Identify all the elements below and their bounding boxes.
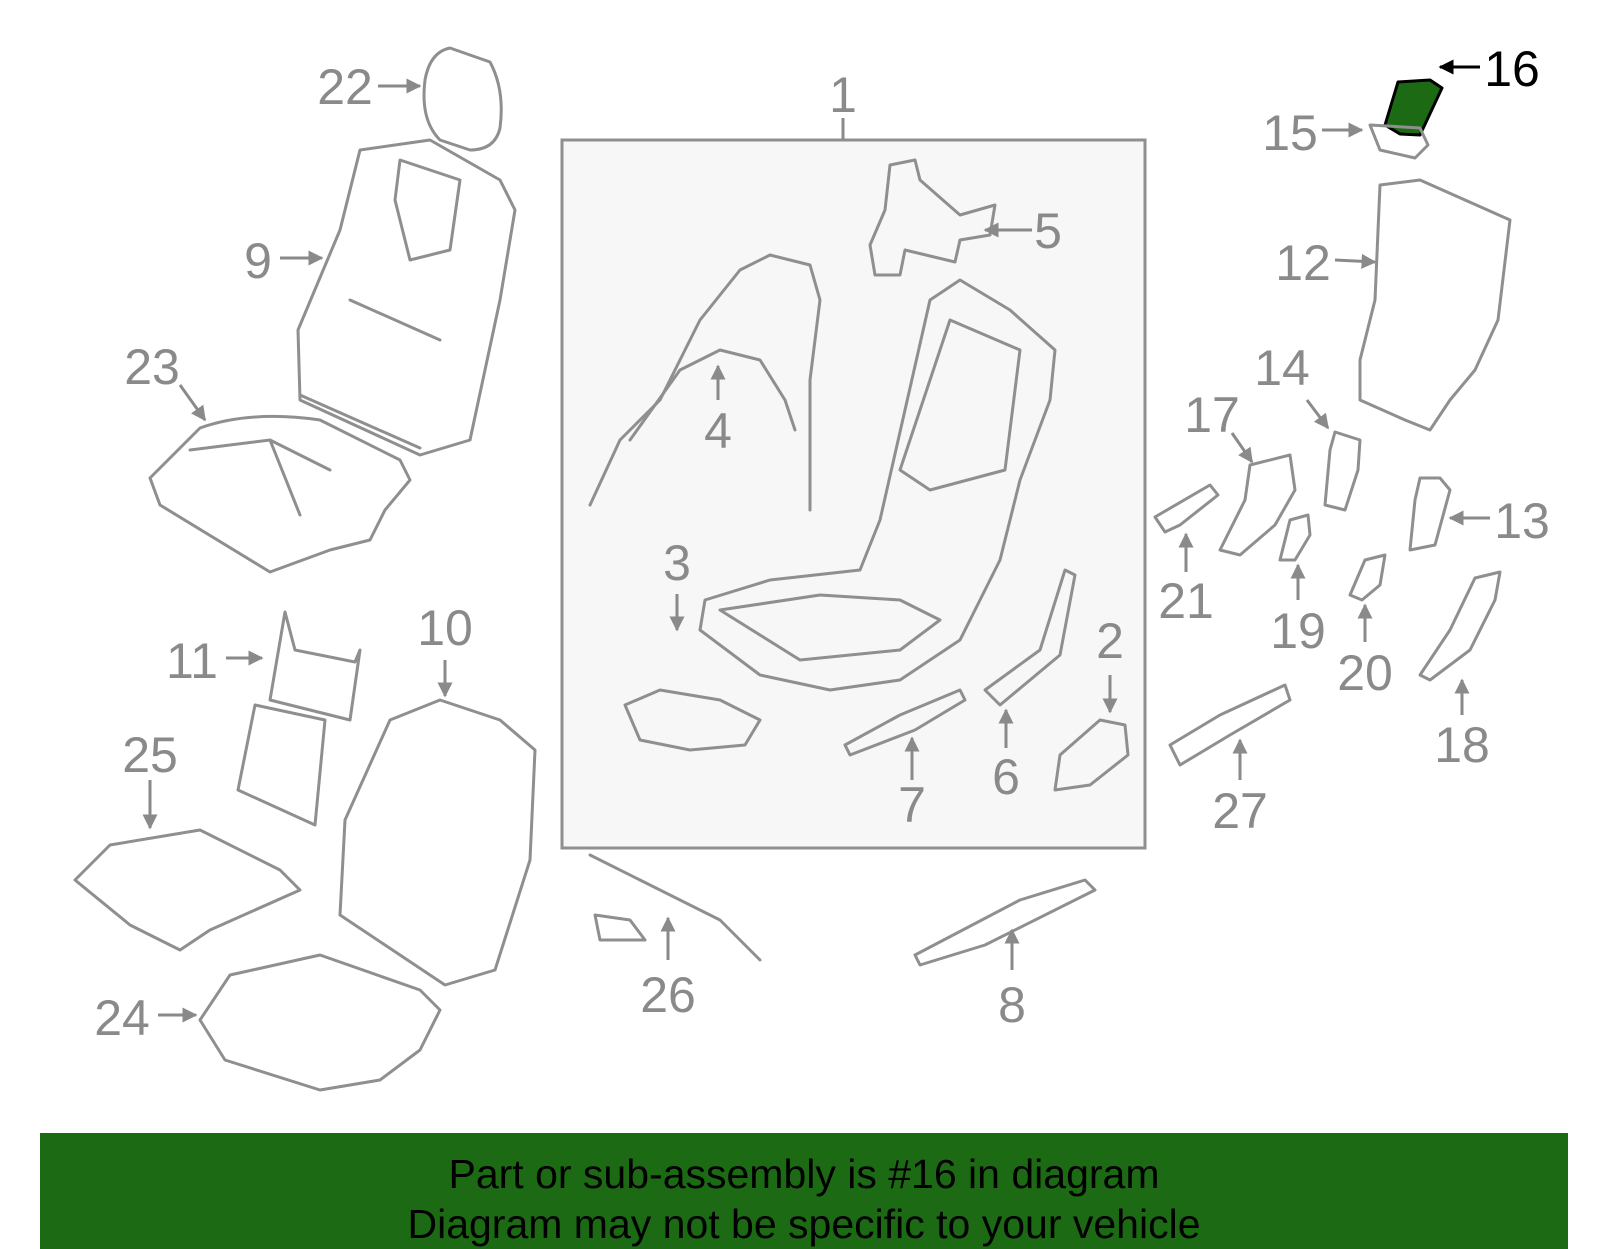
callout-17: 17 <box>1184 387 1240 443</box>
part-19-trim[interactable] <box>1278 513 1312 562</box>
callout-26: 26 <box>640 967 696 1023</box>
part-15-clip[interactable] <box>1368 123 1430 160</box>
part-5-bracket[interactable] <box>868 158 997 277</box>
callout-9: 9 <box>244 233 272 289</box>
callout-14: 14 <box>1254 340 1310 396</box>
callout-13: 13 <box>1494 493 1550 549</box>
part-9-backrest[interactable] <box>296 138 517 457</box>
callout-5: 5 <box>1034 203 1062 259</box>
callout-2: 2 <box>1096 613 1124 669</box>
callout-3: 3 <box>663 535 691 591</box>
part-10-backrest[interactable] <box>338 698 537 987</box>
banner-line-2: Diagram may not be specific to your vehi… <box>407 1201 1201 1247</box>
callout-12: 12 <box>1275 235 1331 291</box>
callout-7: 7 <box>898 777 926 833</box>
part-25-mat[interactable] <box>73 828 302 952</box>
part-3-mat[interactable] <box>623 688 762 752</box>
callout-22: 22 <box>317 59 373 115</box>
part-6-rail[interactable] <box>983 568 1077 707</box>
callout-6: 6 <box>992 749 1020 805</box>
part-13-trim[interactable] <box>1408 476 1452 552</box>
callout-11: 11 <box>166 633 218 689</box>
info-banner: Part or sub-assembly is #16 in diagram D… <box>40 1133 1568 1249</box>
part-17-trim[interactable] <box>1218 453 1297 557</box>
part-4-cables[interactable] <box>588 253 822 512</box>
callout-19: 19 <box>1270 603 1326 659</box>
part-20-trim[interactable] <box>1348 553 1387 602</box>
callout-16: 16 <box>1484 41 1540 97</box>
part-14-trim[interactable] <box>1323 430 1362 512</box>
banner-line-1: Part or sub-assembly is #16 in diagram <box>448 1151 1160 1197</box>
callout-15: 15 <box>1262 105 1318 161</box>
part-27-trim[interactable] <box>1168 683 1292 767</box>
part-21-trim[interactable] <box>1153 483 1220 534</box>
part-7-rod[interactable] <box>843 688 967 757</box>
callout-20: 20 <box>1337 645 1393 701</box>
callout-8: 8 <box>998 977 1026 1033</box>
part-22-headrest[interactable] <box>422 46 503 152</box>
part-12-back-panel[interactable] <box>1358 178 1512 432</box>
callout-21: 21 <box>1158 573 1214 629</box>
part-8-track[interactable] <box>913 878 1097 967</box>
callout-27: 27 <box>1212 783 1268 839</box>
parts-diagram: 1 2 3 4 5 6 7 8 9 10 11 12 13 14 15 16 1… <box>73 41 1550 1092</box>
part-26-harness[interactable] <box>588 853 762 962</box>
callout-24: 24 <box>94 990 150 1046</box>
callout-10: 10 <box>417 600 473 656</box>
callout-18: 18 <box>1434 717 1490 773</box>
callout-4: 4 <box>704 403 732 459</box>
part-24-cushion[interactable] <box>198 953 442 1092</box>
callout-25: 25 <box>122 727 178 783</box>
callout-23: 23 <box>124 339 180 395</box>
callout-1: 1 <box>829 67 857 123</box>
part-18-trim[interactable] <box>1418 570 1502 682</box>
part-2-motor[interactable] <box>1053 718 1130 792</box>
part-23-cushion[interactable] <box>148 414 412 574</box>
seat-frame[interactable] <box>698 278 1057 692</box>
assembly-box <box>560 138 1147 850</box>
part-11-panel[interactable] <box>268 610 362 722</box>
